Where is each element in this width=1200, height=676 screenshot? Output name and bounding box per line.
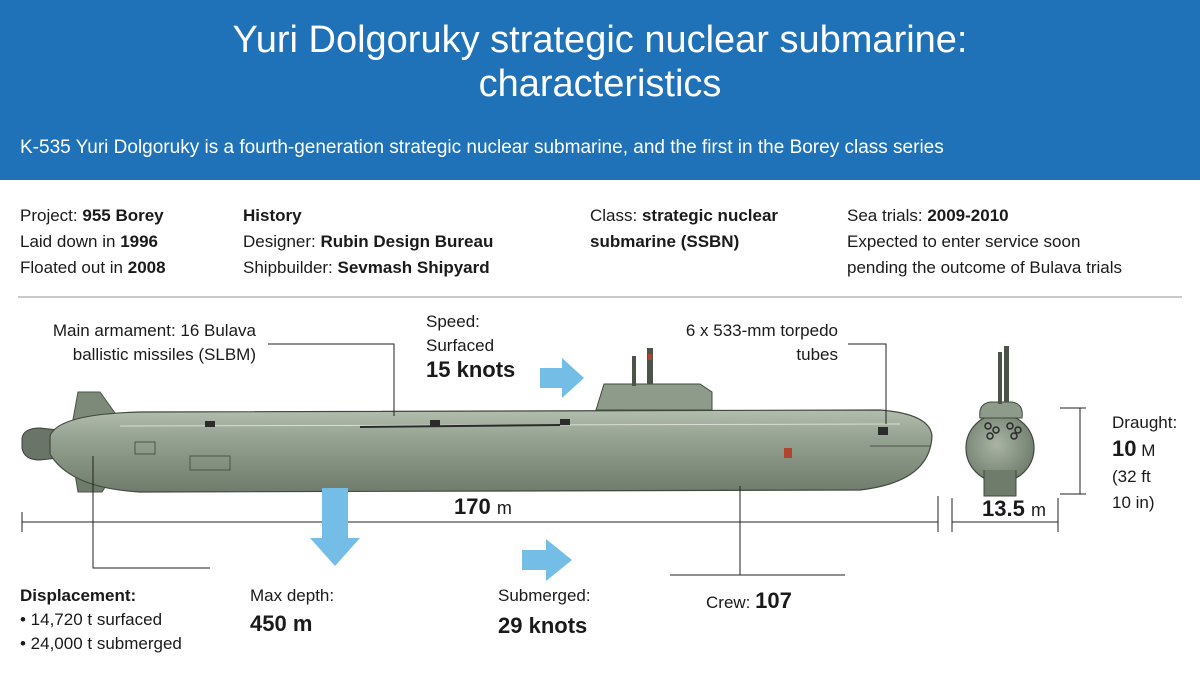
designer-row: Designer: Rubin Design Bureau [243,232,494,251]
laid-down-row: Laid down in 1996 [20,232,159,251]
sea-trials-row: Sea trials: 2009-2010 [847,206,1009,225]
class-row-2: submarine (SSBN) [590,232,740,251]
cross-section-sail [979,401,1023,419]
max-depth-value: 450 m [250,611,313,636]
hull-marker [784,448,792,458]
displacement-leader [92,456,210,569]
floated-out-row: Floated out in 2008 [20,258,166,277]
length-label: 170 m [454,494,512,519]
class-row: Class: strategic nuclear [590,206,779,225]
antenna-mast [647,348,653,384]
submerged-speed-arrow [522,539,572,581]
submerged-speed-label: Submerged: 29 knots [498,586,591,638]
info-project-column: Project: 955 Borey Laid down in 1996 Flo… [20,203,166,281]
max-depth-label: Max depth: 450 m [250,586,335,636]
title-line-2: characteristics [478,63,722,105]
torpedo-tubes-label: 6 x 533-mm torpedo tubes [685,321,838,364]
service-line-2: pending the outcome of Bulava trials [847,258,1123,277]
max-depth-arrow [310,488,360,566]
conning-tower [595,383,713,411]
section-divider [18,296,1182,298]
history-title: History [243,206,302,225]
page-subtitle: K-535 Yuri Dolgoruky is a fourth-generat… [20,137,944,158]
cross-section-keel [983,470,1017,497]
info-class-column: Class: strategic nuclear submarine (SSBN… [590,203,778,255]
speed-surfaced-label: Speed: Surfaced 15 knots [426,312,516,382]
beam-label: 13.5 m [982,496,1046,521]
submarine-hull [49,409,933,493]
crew-label: Crew: 107 [706,588,792,613]
title-line-1: Yuri Dolgoruky strategic nuclear submari… [232,19,968,61]
crew-leader [670,486,845,576]
speed-surfaced-value: 15 knots [426,357,516,382]
draught-label: Draught: 10 M (32 ft 10 in) [1112,413,1178,512]
service-line-1: Expected to enter service soon [847,232,1081,251]
project-row: Project: 955 Borey [20,206,164,225]
submarine-diagram [21,343,1086,581]
missile-deck [359,424,561,428]
displacement-label: Displacement: • 14,720 t surfaced • 24,0… [20,586,182,653]
draught-value: 10 M [1112,436,1156,461]
armament-label: Main armament: 16 Bulava ballistic missi… [52,321,256,364]
periscope-mast [632,356,636,386]
submerged-speed-value: 29 knots [498,613,588,638]
torpedo-leader [848,343,887,424]
header-banner: Yuri Dolgoruky strategic nuclear submari… [0,0,1200,180]
page-title: Yuri Dolgoruky strategic nuclear submari… [0,18,1200,106]
info-trials-column: Sea trials: 2009-2010 Expected to enter … [847,203,1122,281]
info-history-column: History Designer: Rubin Design Bureau Sh… [243,203,493,281]
armament-leader [268,343,395,416]
draught-dimension-line [1060,407,1086,495]
shipbuilder-row: Shipbuilder: Sevmash Shipyard [243,258,490,277]
surfaced-speed-arrow [540,358,584,398]
